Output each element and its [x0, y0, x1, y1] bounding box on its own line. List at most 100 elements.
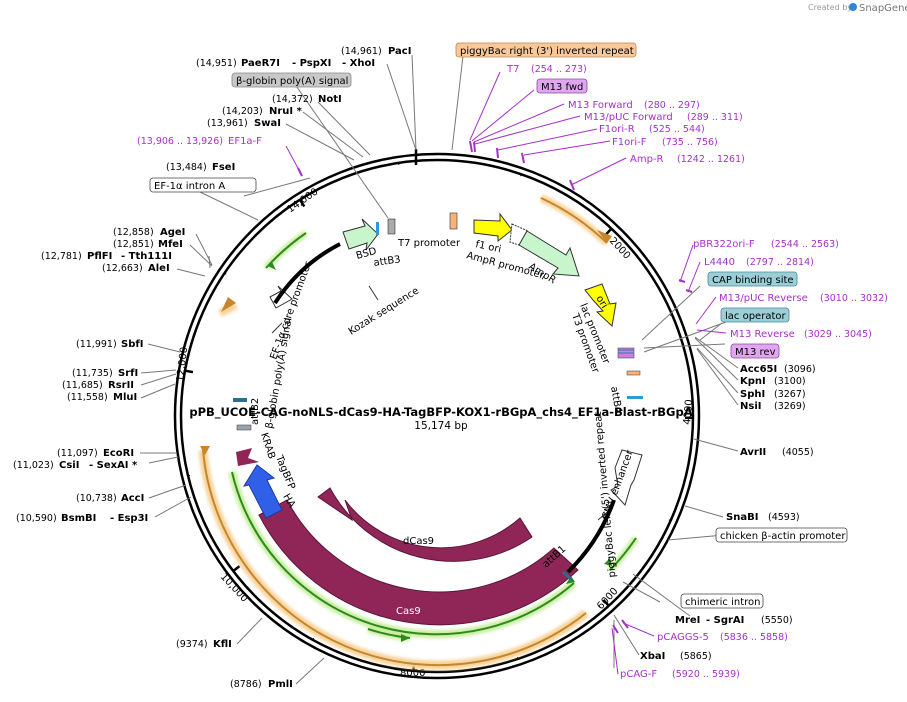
- primer-pcag-f: pCAG-F: [620, 669, 657, 680]
- cmv-enhancer-arrow: [610, 449, 643, 506]
- site-pos-swai: (13,961): [207, 118, 248, 129]
- tick-label-10000: 10,000: [218, 572, 250, 605]
- box-m13-rev: M13 rev: [735, 347, 776, 358]
- primer-m13-puc-forward: M13/pUC Forward: [584, 112, 673, 123]
- site-pos-acci: (10,738): [76, 493, 117, 504]
- site-pos-mrei: (5550): [761, 615, 793, 626]
- attb2-bar: [236, 424, 252, 431]
- primer-ef1a-f: EF1a-F: [228, 136, 262, 147]
- site-acc65i: Acc65I: [740, 364, 777, 375]
- site-srfi: SrfI: [118, 368, 138, 379]
- site-swai: SwaI: [254, 118, 281, 129]
- site-pos-xbai: (5865): [680, 651, 712, 662]
- boxed-labels: piggyBac right (3') inverted repeat β-gl…: [149, 42, 848, 609]
- primer-f1ori-r: F1ori-R: [599, 124, 635, 135]
- box-piggybac-right: piggyBac right (3') inverted repeat: [460, 46, 634, 57]
- site-sbfi: SbfI: [121, 339, 143, 350]
- label-kozak: Kozak sequence: [347, 285, 421, 337]
- tick-mark: [605, 227, 613, 236]
- site-mrei: MreI: [675, 615, 700, 626]
- site-pos-sbfi: (11,991): [76, 339, 117, 350]
- cba-black-bar: [566, 499, 616, 574]
- site-tth111i: - Tth111I: [121, 251, 172, 262]
- site-esp3i: - Esp3I: [110, 513, 148, 524]
- site-pos-mfei: (12,851): [113, 239, 154, 250]
- backbone-inner-circle: [179, 158, 695, 674]
- primer-range-amp-r: (1242 .. 1261): [677, 154, 745, 165]
- site-leader-lines: [140, 54, 739, 685]
- ef1a-core-black-bar: [273, 242, 341, 305]
- site-snabi: SnaBI: [726, 512, 758, 523]
- bsd-arrow: [342, 218, 379, 251]
- bsd-marker: [376, 222, 379, 235]
- site-pos-snabi: (4593): [768, 512, 800, 523]
- site-acci: AccI: [121, 493, 144, 504]
- site-pos-mlui: (11,558): [67, 392, 108, 403]
- site-pos-srfi: (11,735): [72, 368, 113, 379]
- primer-range-m13-puc-forward: (289 .. 311): [687, 112, 743, 123]
- site-pos-paci: (14,961): [341, 46, 382, 57]
- site-pos-rsrii: (11,685): [62, 380, 103, 391]
- krab-arrow: [236, 448, 259, 466]
- primer-l4440: L4440: [704, 257, 735, 268]
- tick-mark: [602, 599, 610, 607]
- label-ef1a-core-promoter: EF-1α core promoter: [268, 260, 314, 361]
- primer-pbr322ori-f: pBR322ori-F: [693, 239, 755, 250]
- tick-mark: [232, 565, 241, 572]
- f1-ori-arrow: [473, 212, 513, 243]
- box-bglobin-polya: β-globin poly(A) signal: [236, 76, 348, 87]
- ampr-arrow: [518, 230, 580, 277]
- dcas9-arc: [317, 487, 533, 562]
- site-kfli: KflI: [213, 639, 232, 650]
- site-bsmbi: BsmBI: [61, 513, 96, 524]
- site-mlui: MluI: [113, 392, 137, 403]
- site-avrii: AvrII: [740, 447, 766, 458]
- site-pos-paer7i: (14,951): [196, 58, 237, 69]
- primer-m13-forward: M13 Forward: [568, 100, 633, 111]
- site-pflfi: PflFI: [87, 251, 112, 262]
- site-pos-pflfi: (12,781): [41, 251, 82, 262]
- tick-label-8000: 8000: [400, 668, 425, 679]
- site-paci: PacI: [388, 46, 411, 57]
- box-cap-binding-site: CAP binding site: [712, 275, 794, 286]
- site-pos-acc65i: (3096): [784, 364, 816, 375]
- site-pos-kfli: (9374): [176, 639, 208, 650]
- tick-mark: [670, 314, 673, 316]
- site-pos-agei: (12,858): [113, 227, 154, 238]
- label-attb2: attB2: [250, 398, 261, 425]
- plasmid-name: pPB_UCOE-CAG-noNLS-dCas9-HA-TagBFP-KOX1-…: [189, 405, 692, 420]
- site-xbai: XbaI: [640, 651, 665, 662]
- primer-marks: [297, 140, 693, 634]
- site-alei: AleI: [148, 263, 170, 274]
- site-pos-nsii: (3269): [774, 401, 806, 412]
- primer-range-m13-reverse: (3029 .. 3045): [804, 329, 872, 340]
- site-sphi: SphI: [740, 389, 765, 400]
- attb3-bar: [387, 218, 396, 235]
- box-lac-operator: lac operator: [725, 311, 786, 322]
- tick-mark: [516, 656, 519, 660]
- primer-range-l4440: (2797 .. 2814): [746, 257, 814, 268]
- site-rsrii: RsrII: [108, 380, 134, 391]
- site-sexai: - SexAI *: [89, 460, 138, 471]
- tick-mark: [520, 174, 522, 177]
- tick-label-12000: 12,000: [175, 346, 190, 382]
- site-kpni: KpnI: [740, 376, 766, 387]
- site-pos-kpni: (3100): [774, 376, 806, 387]
- tick-mark: [312, 637, 315, 641]
- tagbfp-arrow: [242, 464, 283, 519]
- brand-name: SnapGene: [859, 3, 907, 14]
- site-agei: AgeI: [160, 227, 185, 238]
- plasmid-length: 15,174 bp: [414, 420, 468, 432]
- label-attb3: attB3: [373, 254, 401, 269]
- site-pspxi: - PspXI: [292, 58, 331, 69]
- primer-range-f1ori-r: (525 .. 544): [649, 124, 705, 135]
- attb4-marker: [627, 396, 643, 399]
- primer-m13-puc-reverse: M13/pUC Reverse: [719, 293, 808, 304]
- label-cas9: Cas9: [396, 606, 421, 617]
- bgpa-bar: [233, 398, 247, 402]
- primer-t7: T7: [506, 64, 519, 75]
- site-xhoi: - XhoI: [342, 58, 375, 69]
- site-pos-pmli: (8786): [230, 679, 262, 690]
- label-f1-ori: f1 ori: [474, 239, 502, 255]
- site-pos-noti: (14,372): [272, 94, 313, 105]
